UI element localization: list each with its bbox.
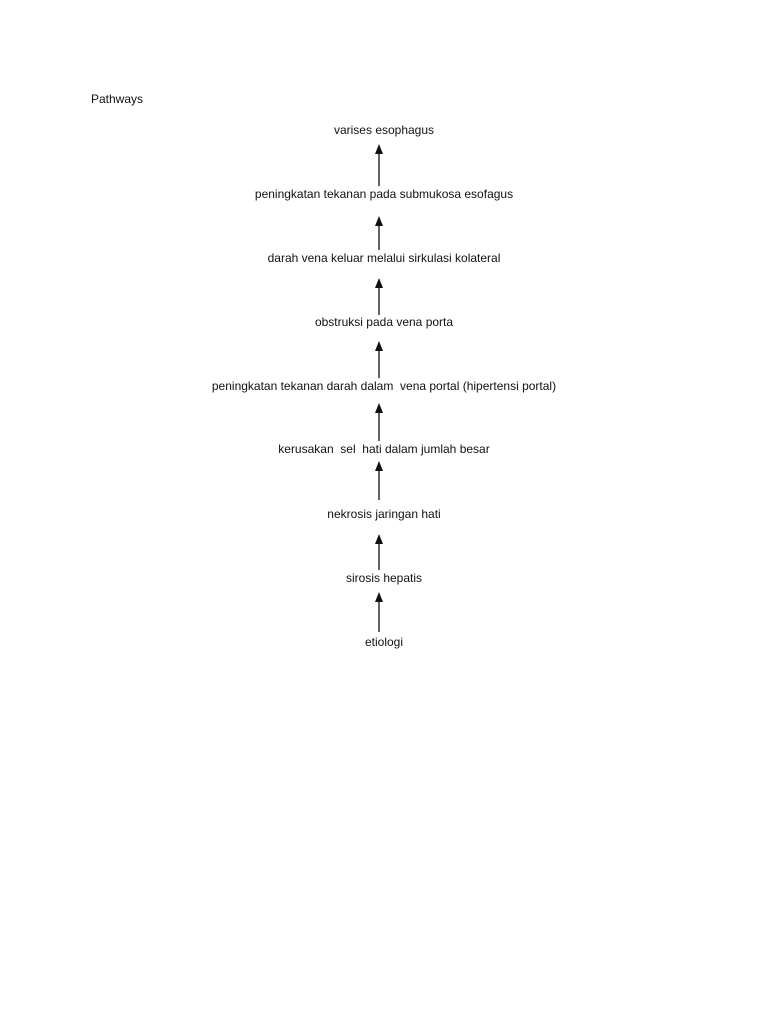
pathway-node-sirosis-hepatis: sirosis hepatis	[345, 571, 423, 585]
arrowhead-icon	[375, 461, 383, 471]
pathway-node-peningkatan-tekanan-submukosa: peningkatan tekanan pada submukosa esofa…	[254, 187, 514, 201]
arrowhead-icon	[375, 592, 383, 602]
page-heading: Pathways	[91, 92, 144, 106]
arrowhead-icon	[375, 144, 383, 154]
pathway-node-hipertensi-portal: peningkatan tekanan darah dalam vena por…	[211, 379, 557, 393]
arrowhead-icon	[375, 403, 383, 413]
pathway-node-sirkulasi-kolateral: darah vena keluar melalui sirkulasi kola…	[267, 251, 501, 265]
arrowhead-icon	[375, 216, 383, 226]
arrowhead-icon	[375, 534, 383, 544]
pathway-node-varises-esophagus: varises esophagus	[333, 123, 435, 137]
arrowhead-icon	[375, 341, 383, 351]
pathway-node-kerusakan-sel-hati: kerusakan sel hati dalam jumlah besar	[278, 442, 490, 456]
arrowhead-icon	[375, 278, 383, 288]
pathway-node-etiologi: etiologi	[364, 635, 404, 649]
pathway-node-obstruksi-vena-porta: obstruksi pada vena porta	[314, 315, 454, 329]
pathway-node-nekrosis-jaringan-hati: nekrosis jaringan hati	[327, 507, 441, 521]
